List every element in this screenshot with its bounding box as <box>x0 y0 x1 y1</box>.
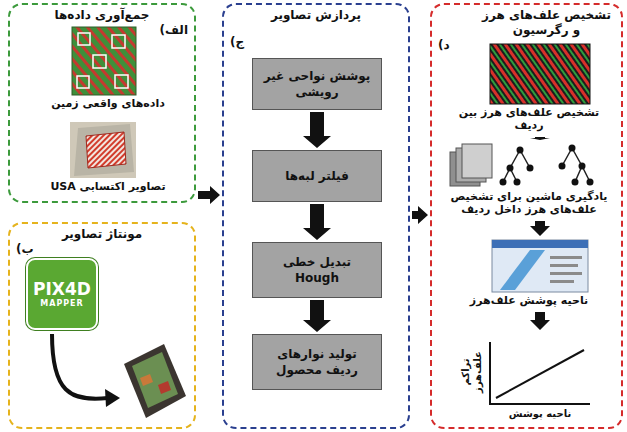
stage-panel: مونتاژ تصاویرب)PIX4DMAPPER <box>8 222 196 429</box>
stage-panel: پردازش تصاویر ج) پوشش نواحی غیر رویشی فیلتر… <box>222 3 410 429</box>
image-caption: تشخیص علف‌های هرز بین ردیف <box>444 106 614 132</box>
axis-title-y: تراکم علف‌هرز <box>460 347 484 397</box>
tree-branches <box>503 150 530 182</box>
regression-line <box>496 350 584 398</box>
mosaic-patch <box>140 374 153 386</box>
figure-item: یادگیری ماشین برای تشخیص علف‌های هرز داخ… <box>444 142 614 219</box>
chart-axes <box>490 342 590 404</box>
sample-square <box>115 75 128 88</box>
process-box: فیلتر لبه‌ها <box>252 150 382 202</box>
tree-node <box>507 165 514 172</box>
tree-node <box>500 179 507 186</box>
table-row <box>550 256 582 259</box>
flow-arrow <box>198 186 220 204</box>
process-label: فیلتر لبه‌ها <box>285 168 349 184</box>
stage-panel: جمع‌آوری داده‌هاالف) داده‌های واقعی زمین ت… <box>8 3 196 203</box>
figure-item: داده‌های واقعی زمین <box>40 25 176 113</box>
tree-node <box>572 179 579 186</box>
mosaic-field <box>132 352 178 408</box>
image-caption: ناحیه پوشش علف‌هرز <box>444 294 614 307</box>
sample-square <box>93 55 106 68</box>
panel-title: تشخیص علف‌های هرز و رگرسیون <box>438 8 615 38</box>
process-label: تبدیل خطی Hough <box>281 254 353 286</box>
study-plot <box>86 132 126 168</box>
flow-arrow <box>303 300 331 332</box>
arrow-head <box>105 389 120 407</box>
figure-item: تصاویر اکتسابی USA <box>40 120 176 196</box>
sample-square <box>78 33 90 45</box>
curved-arrow <box>52 334 108 399</box>
panel-letter: ج) <box>230 35 402 50</box>
mosaic-patch <box>158 381 171 394</box>
flow-arrow <box>303 204 331 240</box>
process-box: تولید نوارهای ردیف محصول <box>252 334 382 390</box>
logo-subtitle: MAPPER <box>40 299 84 309</box>
weed-map-image <box>490 44 590 104</box>
tree-node <box>514 179 521 186</box>
software-logo: PIX4DMAPPER <box>26 258 98 330</box>
figure-item: تشخیص علف‌های هرز بین ردیف <box>444 42 614 135</box>
tree-node <box>559 163 566 170</box>
mosaic-image <box>124 344 186 418</box>
tree-node <box>569 145 576 152</box>
image-caption: داده‌های واقعی زمین <box>40 97 176 110</box>
panel-letter: د) <box>438 38 615 53</box>
process-box: تبدیل خطی Hough <box>252 242 382 298</box>
coverage-swath <box>500 250 545 290</box>
logo-wordmark: PIX4D <box>33 279 91 299</box>
panel-title: پردازش تصاویر <box>230 8 402 23</box>
aerial-field <box>74 124 134 176</box>
data-card <box>462 144 492 178</box>
flow-arrow <box>530 312 550 330</box>
flow-arrow <box>303 112 331 148</box>
tree-node <box>587 179 594 186</box>
sample-square <box>77 76 89 88</box>
process-label: پوشش نواحی غیر رویشی <box>261 68 373 100</box>
image-caption: یادگیری ماشین برای تشخیص علف‌های هرز داخ… <box>444 190 614 216</box>
window-header <box>492 240 588 248</box>
panel-title: جمع‌آوری داده‌ها <box>16 8 188 23</box>
tree-node <box>579 163 586 170</box>
tree-branches <box>562 148 590 182</box>
ground-truth-image <box>72 27 136 95</box>
panel-title: مونتاژ تصاویر <box>16 227 188 242</box>
stage-panel: تشخیص علف‌های هرز و رگرسیوند) تشخیص علف‌ه… <box>430 3 623 429</box>
flow-arrow <box>412 206 428 224</box>
aerial-image <box>70 122 136 178</box>
process-box: پوشش نواحی غیر رویشی <box>252 58 382 110</box>
tree-node <box>527 165 534 172</box>
software-screenshot <box>492 240 588 292</box>
table-row <box>550 280 574 283</box>
panel-letter: ب) <box>16 242 188 257</box>
flow-arrow <box>530 221 550 236</box>
table-row <box>550 264 578 267</box>
image-caption: تصاویر اکتسابی USA <box>40 180 176 193</box>
panel-letter: الف) <box>16 23 188 38</box>
flow-arrow <box>530 137 550 140</box>
table-row <box>550 272 582 275</box>
process-label: تولید نوارهای ردیف محصول <box>269 346 365 378</box>
regression-chart: تراکم علف‌هرز ناحیه پوشش <box>458 332 610 428</box>
sample-square <box>112 35 125 48</box>
axis-title-x: ناحیه پوشش <box>480 408 600 420</box>
tree-node <box>517 147 524 154</box>
figure-item: ناحیه پوشش علف‌هرز <box>444 238 614 310</box>
